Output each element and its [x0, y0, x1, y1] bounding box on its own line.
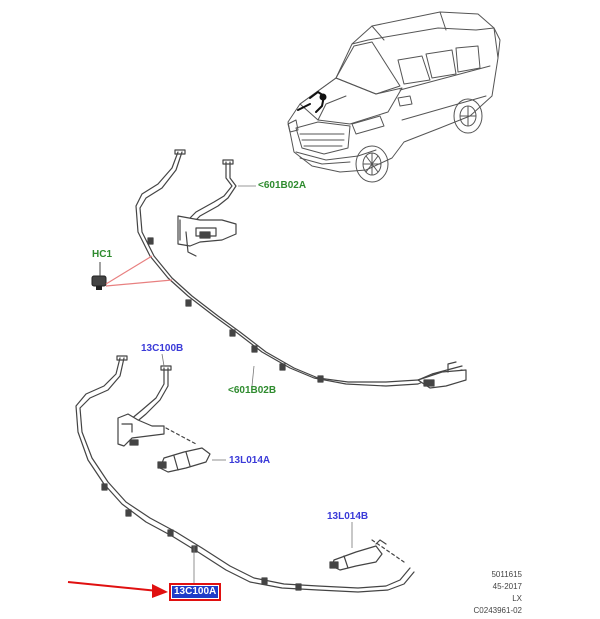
label-601b02b[interactable]: <601B02B — [228, 385, 277, 396]
label-601b02a[interactable]: <601B02A — [258, 180, 307, 191]
lower-hose-assembly — [75, 355, 415, 593]
leader-lines — [161, 185, 353, 584]
label-13c100a-text: 13C100A — [172, 586, 219, 598]
label-13c100b[interactable]: 13C100B — [141, 343, 184, 354]
label-hc1[interactable]: HC1 — [92, 249, 113, 260]
label-13c100a-selected[interactable]: 13C100A — [169, 583, 222, 601]
pointer-arrow — [67, 581, 168, 598]
reference-line-2: 45-2017 — [492, 582, 522, 591]
upper-hose-assembly — [135, 149, 467, 389]
label-13l014a[interactable]: 13L014A — [229, 455, 271, 466]
reference-line-4: C0243961-02 — [473, 606, 522, 615]
vehicle-illustration — [287, 11, 501, 183]
reference-line-3: LX — [512, 594, 522, 603]
reference-line-1: 5011615 — [491, 570, 522, 579]
connector-hc1-shape — [91, 255, 173, 290]
diagram-reference: 5011615 45-2017 LX C0243961-02 — [440, 569, 522, 617]
label-13l014b[interactable]: 13L014B — [327, 511, 369, 522]
